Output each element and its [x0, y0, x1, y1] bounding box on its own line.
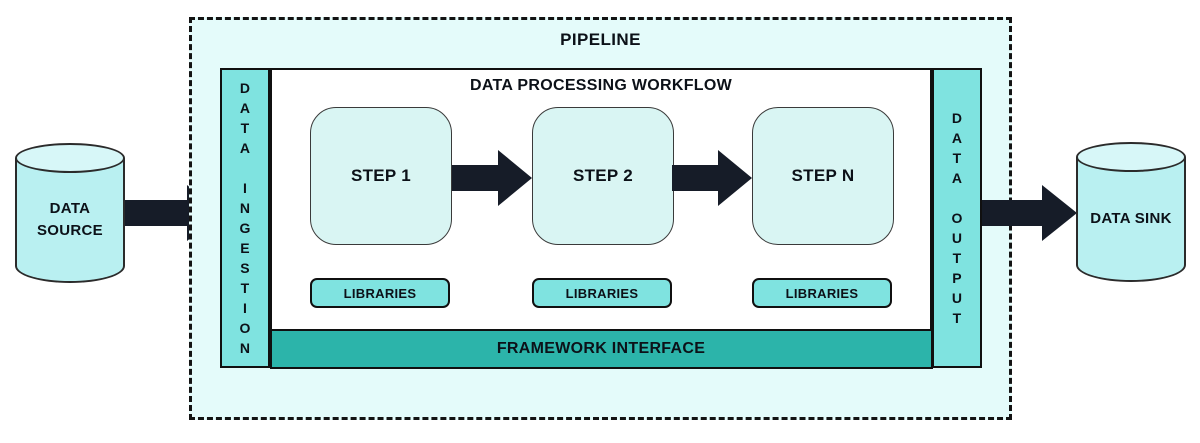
- cylinder-body: [15, 158, 125, 283]
- step-1-box: STEP 1: [310, 107, 452, 245]
- data-output-bar: D A T A O U T P U T: [932, 68, 982, 368]
- data-sink-label: DATA SINK: [1090, 210, 1172, 228]
- data-sink-cylinder: DATA SINK: [1076, 142, 1186, 282]
- cylinder-top-ellipse: [15, 143, 125, 173]
- step-2-box: STEP 2: [532, 107, 674, 245]
- data-output-label: D A T A O U T P U T: [951, 110, 963, 326]
- arrow-step2-to-stepn: [672, 150, 752, 206]
- data-source-label: DATA SOURCE: [37, 200, 103, 239]
- libraries-box-2: LIBRARIES: [532, 278, 672, 308]
- pipeline-title: PIPELINE: [560, 30, 641, 49]
- arrow-step1-to-step2: [452, 150, 532, 206]
- data-processing-workflow-box: DATA PROCESSING WORKFLOW STEP 1 STEP 2 S…: [269, 68, 933, 369]
- data-ingestion-bar: D A T A I N G E S T I O N: [220, 68, 270, 368]
- libraries-box-n: LIBRARIES: [752, 278, 892, 308]
- data-ingestion-label: D A T A I N G E S T I O N: [239, 80, 251, 356]
- arrow-output-to-sink: [982, 185, 1077, 241]
- libraries-box-1: LIBRARIES: [310, 278, 450, 308]
- workflow-title: DATA PROCESSING WORKFLOW: [470, 77, 732, 94]
- cylinder-top-ellipse: [1076, 142, 1186, 172]
- cylinder-body: [1076, 157, 1186, 282]
- pipeline-container: PIPELINE D A T A I N G E S T I O N DATA …: [189, 17, 1012, 420]
- data-source-cylinder: DATA SOURCE: [15, 143, 125, 283]
- framework-interface-bar: FRAMEWORK INTERFACE: [269, 328, 933, 369]
- step-n-box: STEP N: [752, 107, 894, 245]
